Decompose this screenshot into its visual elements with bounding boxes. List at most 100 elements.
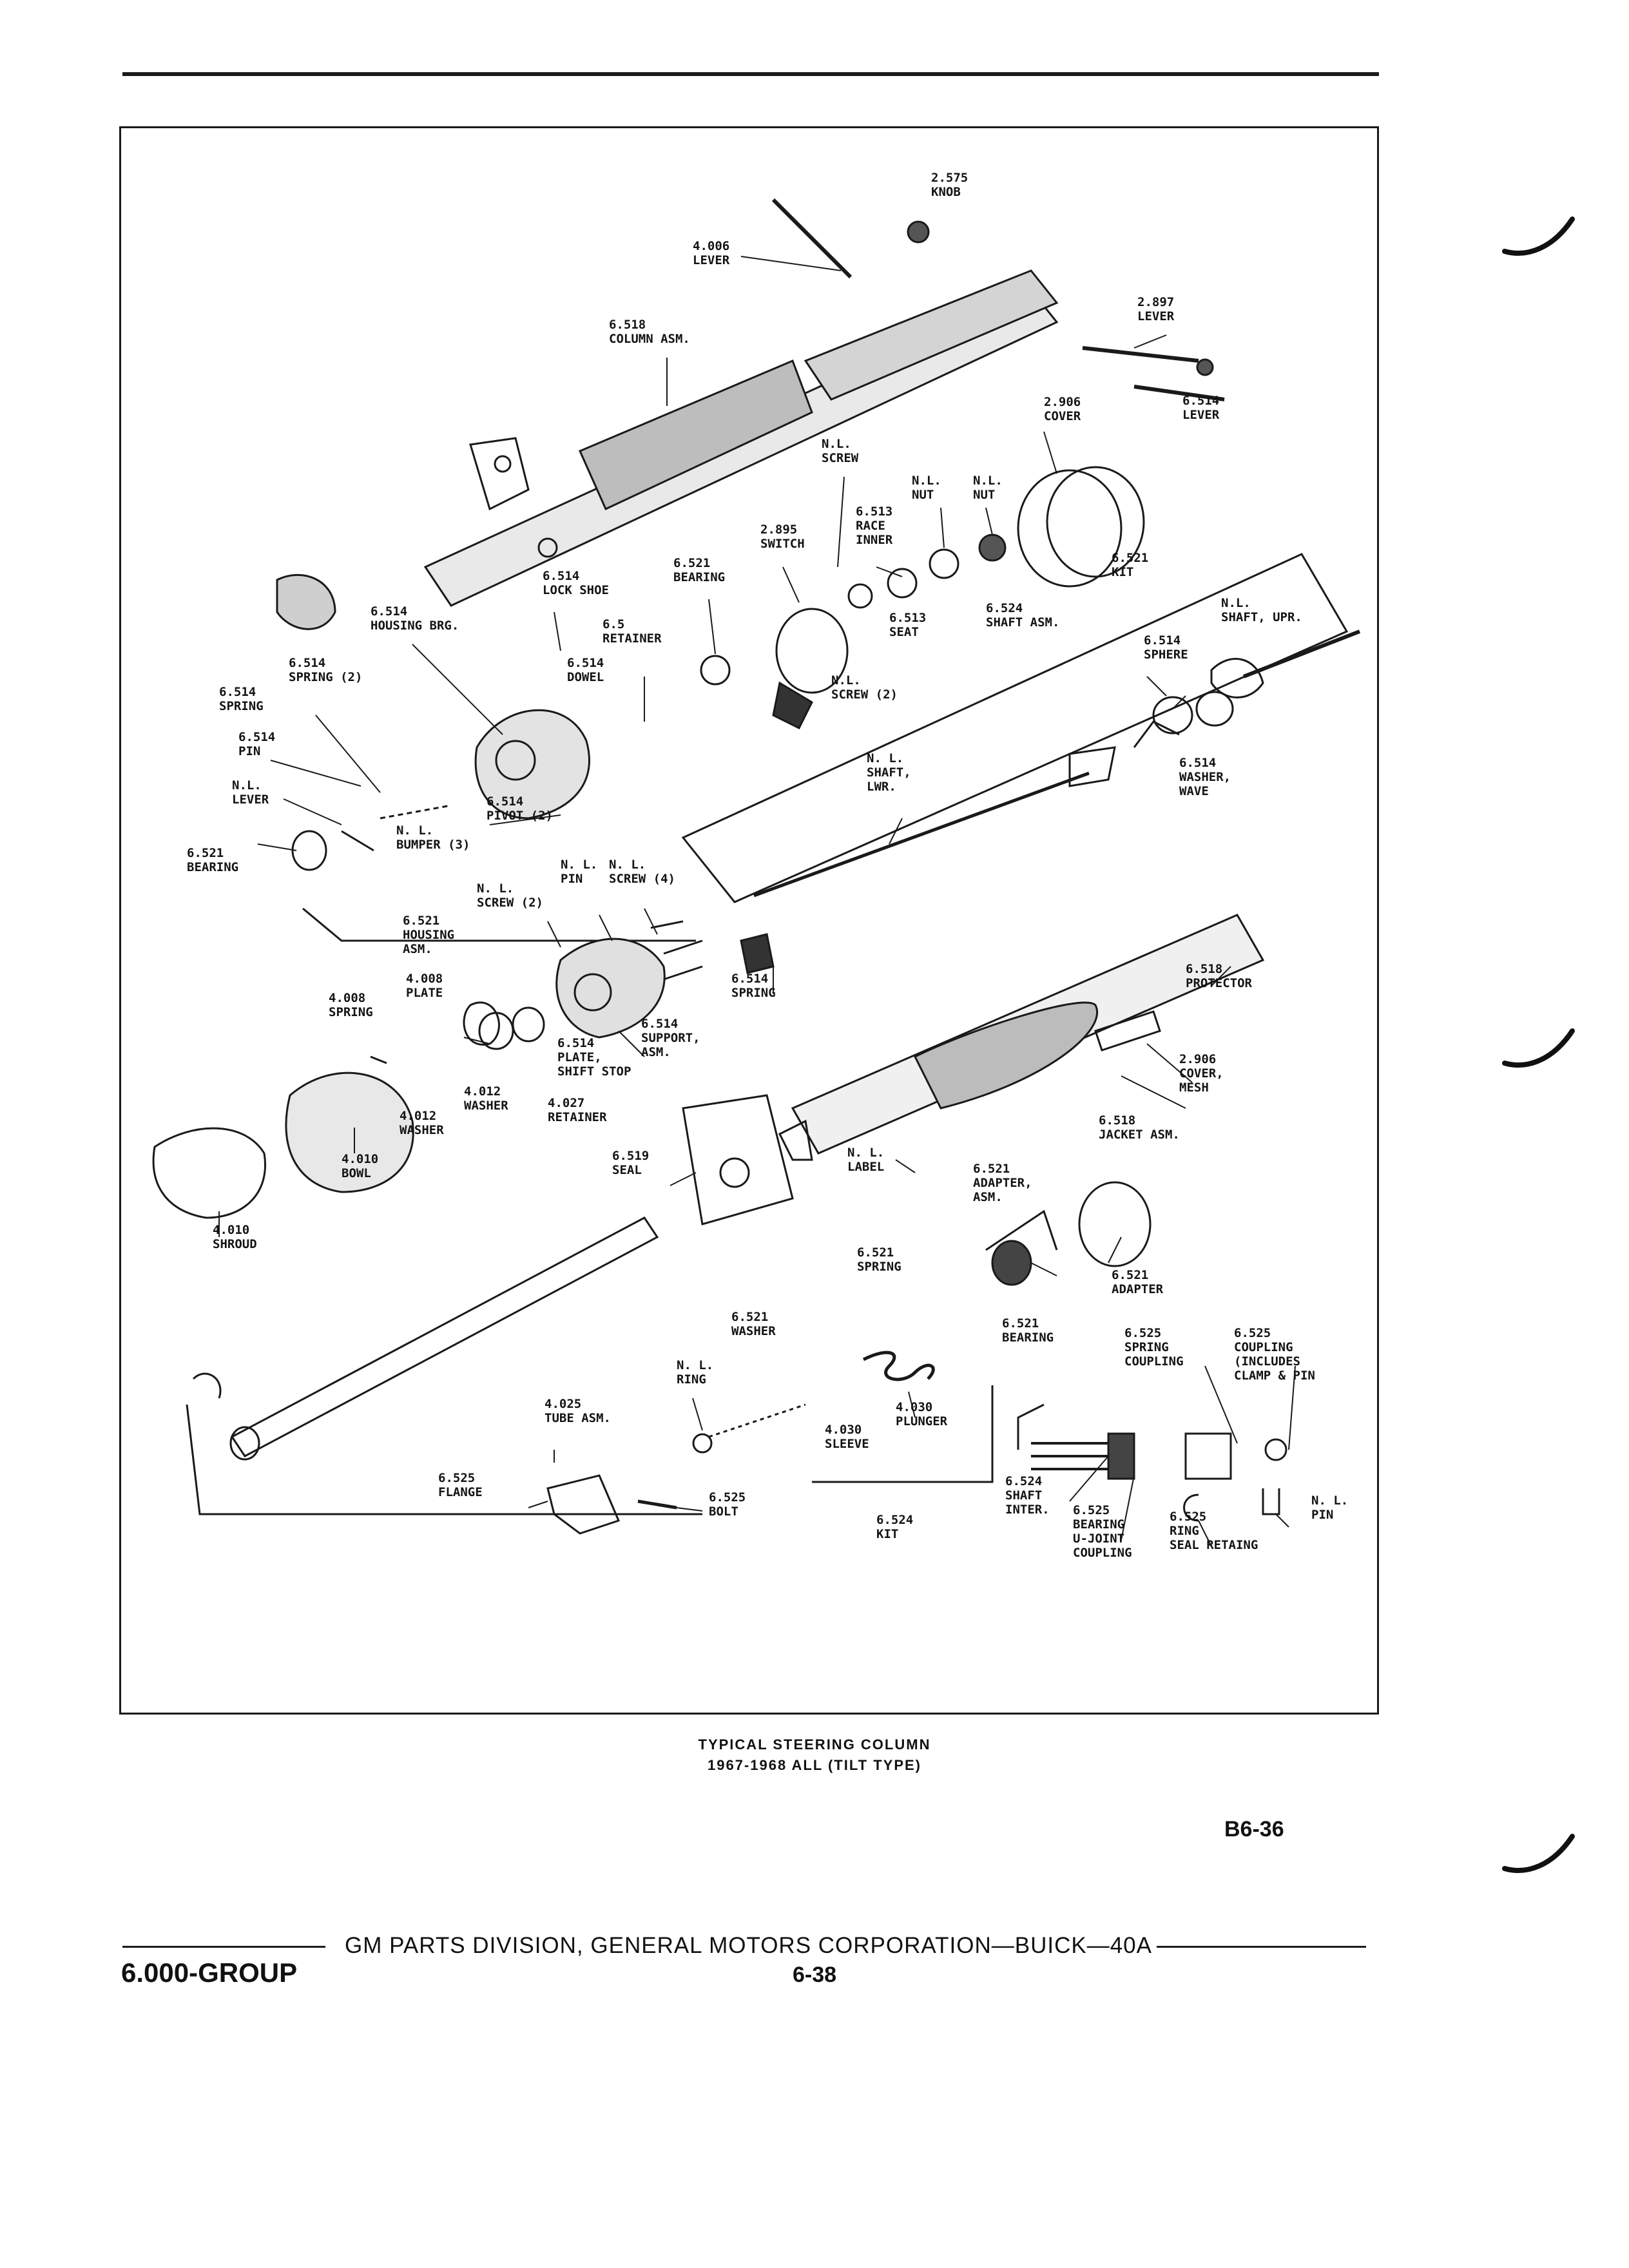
part-label-line: 2.895	[760, 523, 797, 537]
part-label-line: RETAINER	[602, 631, 662, 646]
part-label-line: 6.514	[371, 604, 407, 619]
part-label-line: 6.518	[1186, 962, 1222, 976]
part-label-line: 6.521	[187, 846, 224, 860]
part-label-line: (INCLUDES	[1234, 1354, 1300, 1369]
part-label-line: KIT	[1112, 565, 1133, 579]
part-label-line: WAVE	[1179, 784, 1209, 798]
part-label-line: 4.010	[213, 1223, 249, 1237]
part-label-line: SHIFT STOP	[557, 1064, 631, 1079]
footer-rule-right	[1157, 1946, 1366, 1948]
part-label-line: HOUSING	[403, 928, 454, 942]
part-label-line: PLUNGER	[896, 1414, 948, 1428]
part-label-line: SPRING	[219, 699, 264, 713]
part-label-line: COVER,	[1179, 1066, 1224, 1081]
part-label-line: N.L.	[232, 778, 262, 793]
part-label-line: SCREW (2)	[831, 687, 898, 702]
part-label-line: 4.008	[329, 991, 365, 1005]
part-label-line: PIN	[238, 744, 260, 758]
part-label-screw-2-top: N.L.SCREW (2)	[831, 673, 898, 702]
part-label-pin-nl: N. L.PIN	[561, 858, 597, 886]
part-label-line: 6.525	[1234, 1326, 1271, 1340]
margin-mark	[1502, 1028, 1575, 1068]
flange-drawing	[546, 1474, 677, 1535]
housing-asm-drawing	[370, 920, 775, 1064]
part-label-line: 6.521	[731, 1310, 768, 1324]
part-label-line: SHAFT	[1005, 1488, 1042, 1503]
part-label-line: WASHER	[400, 1123, 444, 1137]
part-label-line: LABEL	[847, 1160, 884, 1174]
part-label-line: 6.514	[219, 685, 256, 699]
part-label-line: SUPPORT,	[641, 1031, 700, 1045]
part-label-line: RACE	[856, 519, 885, 533]
part-label-line: SPHERE	[1144, 648, 1188, 662]
part-label-line: SHAFT ASM.	[986, 615, 1059, 629]
part-label-screw-nl-top: N.L.SCREW	[822, 437, 859, 465]
caption-subtitle: 1967-1968 ALL (TILT TYPE)	[707, 1757, 921, 1773]
part-label-line: 6.518	[609, 318, 646, 332]
part-label-line: PROTECTOR	[1186, 976, 1253, 990]
part-label-line: INNER	[856, 533, 893, 547]
part-label-line: N. L.	[847, 1146, 884, 1160]
part-label-line: N. L.	[609, 858, 646, 872]
housing-bearing-drawing	[291, 709, 590, 871]
part-label-line: SLEEVE	[825, 1437, 869, 1451]
part-label-line: COUPLING	[1073, 1546, 1132, 1560]
part-label-line: 4.010	[342, 1152, 378, 1166]
part-label-line: KIT	[876, 1527, 898, 1541]
part-label-line: 6.514	[557, 1036, 594, 1050]
part-label-line: INTER.	[1005, 1503, 1050, 1517]
part-label-line: BEARING	[673, 570, 725, 584]
part-label-nut-nl-1: N.L.NUT	[912, 474, 941, 502]
part-label-line: LOCK SHOE	[543, 583, 609, 597]
part-label-line: 6.519	[612, 1149, 649, 1163]
part-label-line: BEARING	[1073, 1517, 1124, 1532]
part-label-screw-4: N. L.SCREW (4)	[609, 858, 675, 886]
part-label-line: 6.525	[1073, 1503, 1110, 1517]
top-rule	[122, 72, 1379, 76]
part-label-line: WASHER	[464, 1099, 508, 1113]
part-label-line: ASM.	[403, 942, 432, 956]
spring-plunger-drawing	[692, 1350, 994, 1483]
part-label-line: MESH	[1179, 1081, 1209, 1095]
part-label-line: NUT	[912, 488, 934, 502]
part-label-line: COUPLING	[1234, 1340, 1293, 1354]
part-label-nut-nl-2: N.L.NUT	[973, 474, 1003, 502]
part-label-line: RING	[1170, 1524, 1199, 1538]
part-label-line: N.L.	[973, 474, 1003, 488]
part-label-line: LEVER	[232, 793, 269, 807]
part-label-label-nl: N. L.LABEL	[847, 1146, 884, 1174]
part-label-line: 6.524	[1005, 1474, 1042, 1488]
leader-lines	[218, 256, 1296, 1547]
part-label-bumper: N. L.BUMPER (3)	[396, 823, 470, 852]
part-label-line: SPRING	[857, 1260, 901, 1274]
cover-drawing	[1017, 466, 1145, 588]
part-label-line: WASHER,	[1179, 770, 1231, 784]
part-label-line: ADAPTER,	[973, 1176, 1032, 1190]
page-code: B6-36	[1224, 1817, 1284, 1841]
part-label-line: ADAPTER	[1112, 1282, 1164, 1296]
part-label-line: HOUSING BRG.	[371, 619, 459, 633]
lever-drawing	[771, 198, 1225, 401]
